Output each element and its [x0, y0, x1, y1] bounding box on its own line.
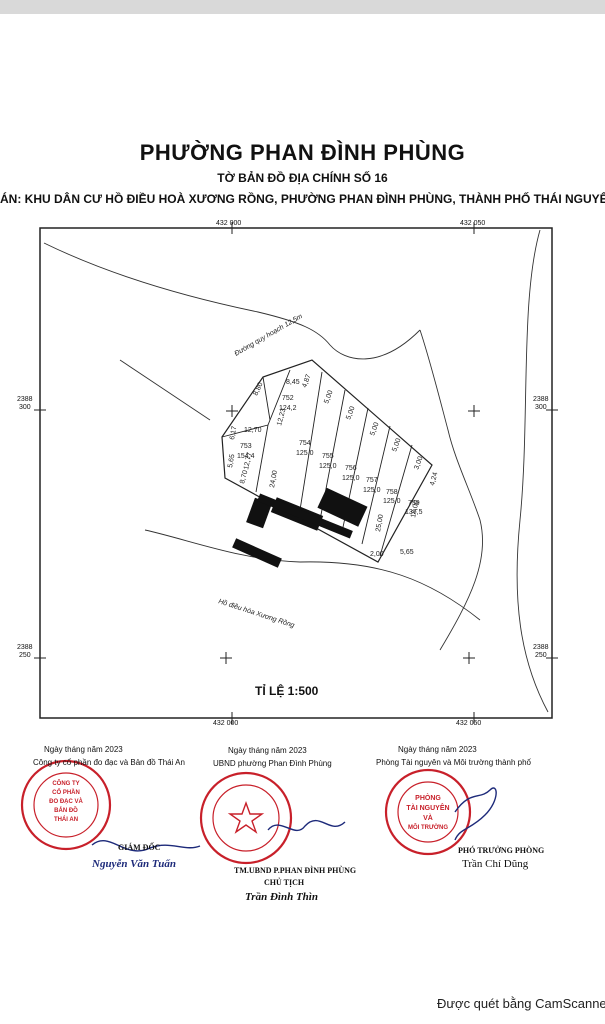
- svg-text:ĐO ĐẠC VÀ: ĐO ĐẠC VÀ: [49, 798, 83, 805]
- parcel-758: 758 125,0: [383, 489, 401, 505]
- svg-text:125,0: 125,0: [363, 487, 381, 494]
- svg-text:754: 754: [299, 440, 311, 447]
- middle-org: UBND phường Phan Đình Phùng: [213, 759, 332, 768]
- svg-text:154,4: 154,4: [237, 453, 255, 460]
- dim-label: 5,00: [345, 405, 356, 420]
- dim-label: 5,00: [369, 421, 380, 436]
- svg-text:VÀ: VÀ: [423, 813, 433, 822]
- left-role: GIÁM ĐỐC: [118, 843, 161, 852]
- dim-label: 5,00: [323, 389, 334, 404]
- svg-text:MÔI TRƯỜNG: MÔI TRƯỜNG: [408, 823, 448, 831]
- dim-label: 4,24: [429, 471, 439, 486]
- svg-text:TÀI NGUYÊN: TÀI NGUYÊN: [406, 803, 449, 812]
- signature-scribbles: [91, 787, 497, 852]
- parcel-752: 752 124,2: [279, 395, 297, 412]
- dim-label: 18,00: [410, 500, 421, 519]
- svg-text:CÔNG TY: CÔNG TY: [52, 779, 79, 787]
- coord-top-left: 432 000: [216, 220, 242, 227]
- svg-text:BẢN ĐỒ: BẢN ĐỒ: [54, 807, 78, 814]
- right-org: Phòng Tài nguyên và Môi trường thành phố: [376, 758, 531, 767]
- page-title: PHƯỜNG PHAN ĐÌNH PHÙNG: [139, 140, 466, 165]
- dim-label: 25,00: [375, 514, 385, 533]
- dim-label: 5,00: [391, 437, 402, 452]
- svg-text:753: 753: [240, 443, 252, 450]
- parcel-753: 753 154,4: [237, 443, 255, 460]
- svg-text:PHÒNG: PHÒNG: [415, 793, 441, 802]
- dim-label: 8,70: [239, 469, 249, 484]
- svg-text:755: 755: [322, 453, 334, 460]
- stamp-middle: [199, 771, 293, 865]
- redaction-marks: [232, 487, 368, 568]
- grid-crosses: [220, 405, 480, 664]
- svg-text:752: 752: [282, 395, 294, 402]
- stamp-right: PHÒNG TÀI NGUYÊN VÀ MÔI TRƯỜNG: [384, 768, 472, 856]
- svg-text:125,0: 125,0: [342, 475, 360, 482]
- right-role: PHÓ TRƯỞNG PHÒNG: [458, 846, 545, 855]
- left-date: Ngày tháng năm 2023: [44, 745, 123, 754]
- parcel-755: 755 125,0: [319, 453, 337, 470]
- parcel-754: 754 125,0: [296, 440, 314, 457]
- coord-top-right: 432 050: [460, 220, 486, 227]
- map-frame: [39, 227, 553, 719]
- dim-label: 5,65: [227, 454, 236, 469]
- svg-text:124,2: 124,2: [279, 405, 297, 412]
- road-label: Đường quy hoạch 12,5m: [234, 313, 304, 358]
- dim-label: 4,87: [301, 373, 312, 388]
- svg-text:125,0: 125,0: [319, 463, 337, 470]
- parcel-757: 757 125,0: [363, 477, 381, 494]
- middle-title: CHỦ TỊCH: [264, 878, 305, 887]
- svg-text:125,0: 125,0: [383, 498, 401, 505]
- left-signer-name: Nguyễn Văn Tuấn: [92, 858, 176, 870]
- project-location: ÁN: KHU DÂN CƯ HỒ ĐIỀU HOÀ XƯƠNG RỒNG, P…: [0, 192, 605, 206]
- terrain-lines: [43, 229, 549, 713]
- dim-label: 2,00: [370, 551, 384, 558]
- dim-label: 3,00: [413, 455, 424, 470]
- svg-text:758: 758: [386, 489, 398, 496]
- left-org: Công ty cổ phần đo đạc và Bản đồ Thái An: [33, 758, 185, 767]
- dim-label: 5,65: [400, 549, 414, 556]
- middle-date: Ngày tháng năm 2023: [228, 746, 307, 755]
- svg-text:125,0: 125,0: [296, 450, 314, 457]
- parcel-756: 756 125,0: [342, 465, 360, 482]
- lake-label: Hồ điều hòa Xương Rồng: [217, 596, 295, 629]
- dim-label: 12,77: [243, 452, 254, 471]
- coord-bottom-right: 432 050: [456, 720, 482, 727]
- svg-text:757: 757: [366, 477, 378, 484]
- svg-text:759: 759: [408, 500, 420, 507]
- map-scale: TỈ LỆ 1:500: [255, 684, 319, 698]
- parcel-759: 759 137,5: [405, 500, 423, 516]
- dim-label: 12,23: [276, 408, 287, 427]
- dim-label: 8,45: [286, 379, 300, 386]
- map-sheet-subtitle: TỜ BẢN ĐỒ ĐỊA CHÍNH SỐ 16: [217, 171, 388, 185]
- right-signer-name: Trần Chí Dũng: [462, 858, 529, 870]
- dim-label: 12,70: [244, 427, 262, 434]
- svg-text:CỔ PHẦN: CỔ PHẦN: [52, 789, 80, 796]
- coord-bottom-left: 432 000: [213, 720, 239, 727]
- svg-text:756: 756: [345, 465, 357, 472]
- right-date: Ngày tháng năm 2023: [398, 745, 477, 754]
- frame-ticks: [34, 222, 558, 724]
- svg-text:137,5: 137,5: [405, 509, 423, 516]
- dim-label: 8,80: [252, 381, 264, 396]
- middle-signer-name: Trần Đình Thìn: [245, 891, 318, 903]
- scanner-watermark: Được quét bằng CamScanner: [436, 996, 605, 1011]
- stamp-left: CÔNG TY CỔ PHẦN ĐO ĐẠC VÀ BẢN ĐỒ THÁI AN: [20, 759, 112, 851]
- dim-label: 6,17: [229, 426, 238, 441]
- middle-role: TM.UBND P.PHAN ĐÌNH PHÙNG: [234, 866, 357, 875]
- dim-label: 24,00: [269, 470, 279, 489]
- svg-text:THÁI AN: THÁI AN: [54, 816, 78, 823]
- top-status-bar: [0, 0, 605, 14]
